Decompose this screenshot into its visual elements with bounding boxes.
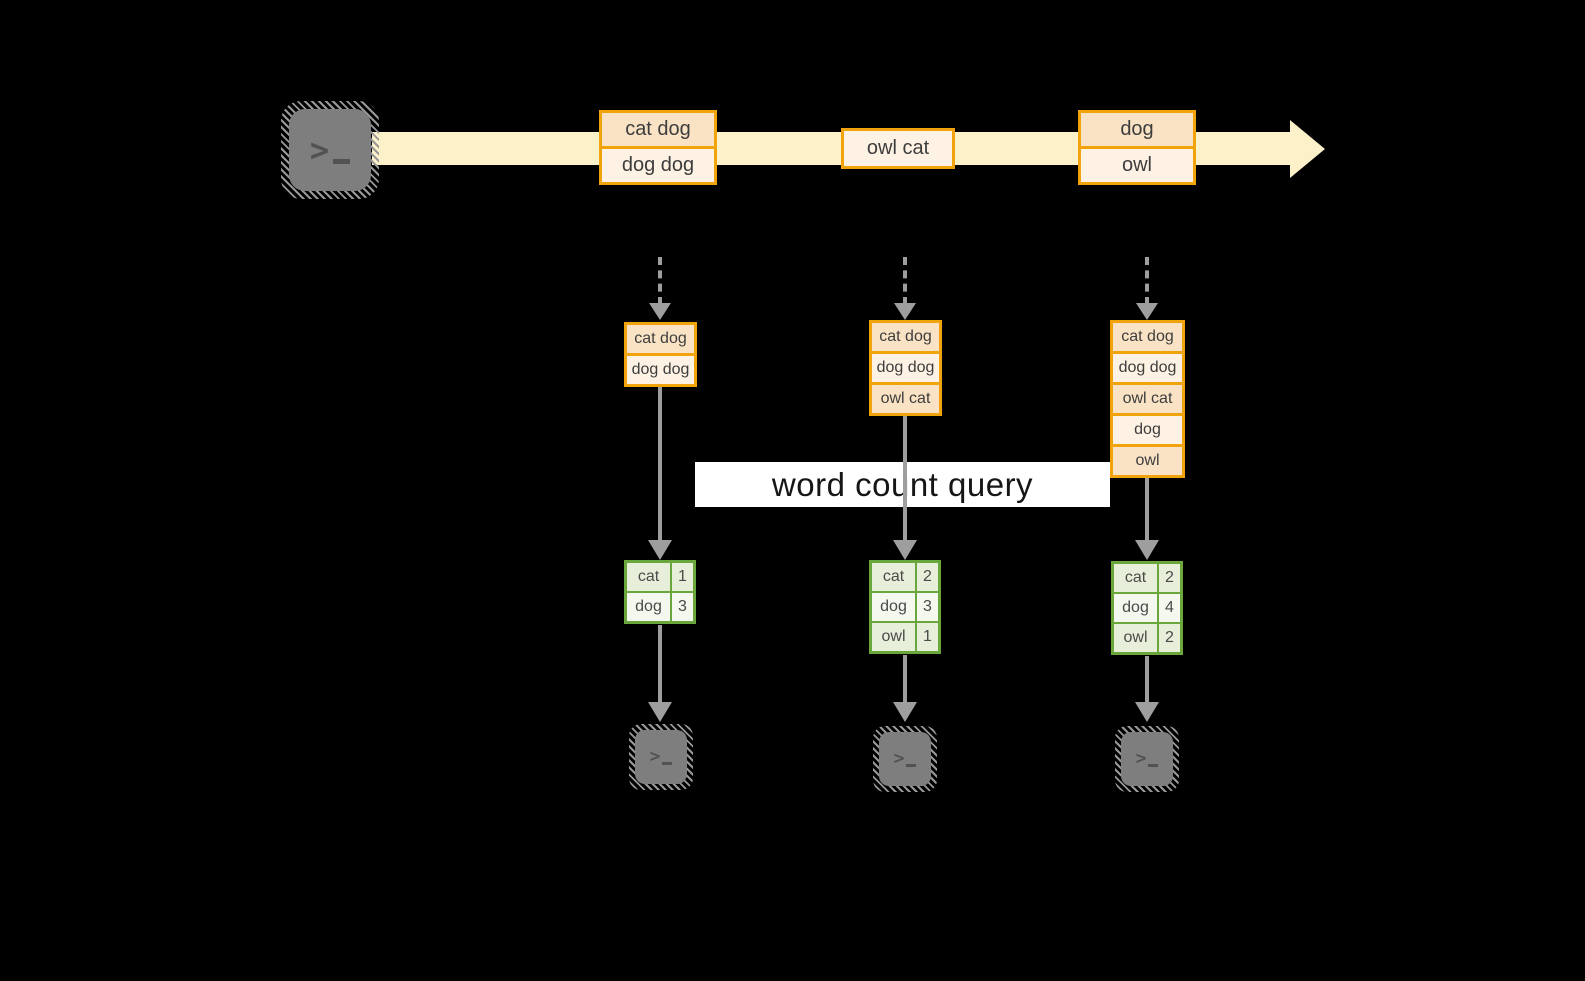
count-row: cat 2 [872, 563, 938, 591]
count-value: 1 [915, 623, 938, 651]
count-value: 3 [915, 593, 938, 621]
buffer-box-2: cat dog dog dog owl cat [869, 320, 942, 416]
buffer-row: owl cat [872, 382, 939, 413]
count-word: dog [872, 593, 915, 621]
count-value: 1 [670, 563, 693, 591]
count-word: owl [1114, 624, 1157, 652]
sink-arrow-1 [658, 625, 662, 702]
count-word: cat [1114, 564, 1157, 592]
terminal-prompt-icon: > [1136, 750, 1159, 768]
stream-event-group-1: cat dog dog dog [599, 110, 717, 185]
query-arrowhead-3 [1135, 540, 1159, 560]
stream-arrowhead-icon [1290, 120, 1325, 178]
stream-event: dog [1081, 113, 1193, 146]
terminal-body: > [635, 730, 687, 784]
buffer-row: dog [1113, 413, 1182, 444]
count-table-1: cat 1 dog 3 [624, 560, 696, 624]
count-word: dog [627, 593, 670, 621]
sink-terminal-icon-2: > [873, 726, 937, 792]
count-value: 2 [1157, 564, 1180, 592]
terminal-body: > [289, 109, 371, 191]
terminal-prompt-icon: > [894, 750, 917, 768]
sink-arrowhead-3 [1135, 702, 1159, 722]
query-label: word count query [695, 462, 1110, 507]
buffer-box-3: cat dog dog dog owl cat dog owl [1110, 320, 1185, 478]
stream-event: owl [1081, 146, 1193, 182]
count-row: dog 3 [872, 591, 938, 621]
stream-event: cat dog [602, 113, 714, 146]
stream-event-group-2: owl cat [841, 128, 955, 169]
query-arrow-1 [658, 387, 662, 540]
count-row: dog 4 [1114, 592, 1180, 622]
count-row: owl 1 [872, 621, 938, 651]
terminal-prompt-icon: > [310, 134, 351, 166]
dashed-down-arrow-1 [658, 257, 662, 305]
buffer-box-1: cat dog dog dog [624, 322, 697, 387]
query-arrowhead-2 [893, 540, 917, 560]
buffer-row: owl cat [1113, 382, 1182, 413]
count-word: cat [872, 563, 915, 591]
buffer-row: cat dog [627, 325, 694, 353]
dashed-down-arrow-3 [1145, 257, 1149, 305]
count-row: dog 3 [627, 591, 693, 621]
buffer-row: owl [1113, 444, 1182, 475]
stream-event-group-3: dog owl [1078, 110, 1196, 185]
count-value: 2 [1157, 624, 1180, 652]
count-row: cat 2 [1114, 564, 1180, 592]
query-arrow-2 [903, 416, 907, 540]
terminal-body: > [1121, 732, 1173, 786]
sink-arrowhead-2 [893, 702, 917, 722]
count-table-2: cat 2 dog 3 owl 1 [869, 560, 941, 654]
dashed-down-arrowhead-2 [894, 303, 916, 320]
count-word: owl [872, 623, 915, 651]
sink-arrow-3 [1145, 656, 1149, 702]
count-word: cat [627, 563, 670, 591]
count-row: cat 1 [627, 563, 693, 591]
terminal-body: > [879, 732, 931, 786]
buffer-row: dog dog [872, 351, 939, 382]
count-word: dog [1114, 594, 1157, 622]
sink-arrowhead-1 [648, 702, 672, 722]
dashed-down-arrow-2 [903, 257, 907, 305]
sink-terminal-icon-3: > [1115, 726, 1179, 792]
query-arrow-3 [1145, 478, 1149, 540]
dashed-down-arrowhead-1 [649, 303, 671, 320]
buffer-row: cat dog [872, 323, 939, 351]
stream-event: owl cat [844, 131, 952, 166]
sink-terminal-icon-1: > [629, 724, 693, 790]
dashed-down-arrowhead-3 [1136, 303, 1158, 320]
stream-event: dog dog [602, 146, 714, 182]
count-value: 3 [670, 593, 693, 621]
count-row: owl 2 [1114, 622, 1180, 652]
query-arrowhead-1 [648, 540, 672, 560]
buffer-row: cat dog [1113, 323, 1182, 351]
count-value: 4 [1157, 594, 1180, 622]
source-terminal-icon: > [281, 101, 379, 199]
count-table-3: cat 2 dog 4 owl 2 [1111, 561, 1183, 655]
count-value: 2 [915, 563, 938, 591]
buffer-row: dog dog [1113, 351, 1182, 382]
sink-arrow-2 [903, 655, 907, 702]
buffer-row: dog dog [627, 353, 694, 384]
terminal-prompt-icon: > [650, 748, 673, 766]
